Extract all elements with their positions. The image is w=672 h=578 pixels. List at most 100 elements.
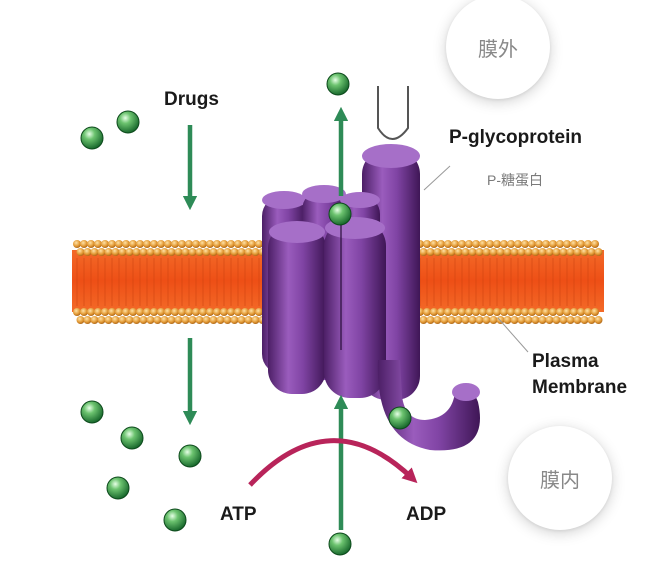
phospholipid-head bbox=[150, 240, 158, 248]
phospholipid-head bbox=[174, 316, 183, 324]
phospholipid-head bbox=[489, 248, 498, 256]
phospholipid-head bbox=[167, 316, 176, 324]
phospholipid-head bbox=[241, 240, 249, 248]
phospholipid-head bbox=[510, 316, 519, 324]
phospholipid-head bbox=[111, 248, 120, 256]
phospholipid-head bbox=[181, 316, 190, 324]
phospholipid-head bbox=[563, 308, 571, 316]
drugs-label: Drugs bbox=[164, 89, 219, 110]
phospholipid-head bbox=[223, 316, 232, 324]
transport-arrows bbox=[182, 106, 349, 530]
phospholipid-head bbox=[486, 240, 494, 248]
phospholipid-head bbox=[115, 240, 123, 248]
phospholipid-head bbox=[535, 240, 543, 248]
phospholipid-head bbox=[122, 308, 130, 316]
phospholipid-head bbox=[188, 316, 197, 324]
phospholipid-head bbox=[538, 316, 547, 324]
drug-molecule bbox=[328, 202, 352, 226]
phospholipid-head bbox=[587, 316, 596, 324]
phospholipid-head bbox=[556, 240, 564, 248]
phospholipid-head bbox=[136, 240, 144, 248]
phospholipid-head bbox=[472, 308, 480, 316]
phospholipid-head bbox=[514, 308, 522, 316]
drug-molecules bbox=[80, 72, 412, 556]
drug-molecule bbox=[163, 508, 187, 532]
phospholipid-head bbox=[433, 316, 442, 324]
outside-membrane-badge: 膜外 bbox=[446, 0, 550, 99]
phospholipid-head bbox=[139, 248, 148, 256]
phospholipid-head bbox=[220, 240, 228, 248]
phospholipid-head bbox=[559, 248, 568, 256]
phospholipid-head bbox=[454, 248, 463, 256]
phospholipid-head bbox=[430, 308, 438, 316]
phospholipid-head bbox=[584, 240, 592, 248]
phospholipid-head bbox=[216, 316, 225, 324]
phospholipid-head bbox=[528, 240, 536, 248]
phospholipid-head bbox=[538, 248, 547, 256]
phospholipid-head bbox=[440, 248, 449, 256]
drug-molecule bbox=[326, 72, 350, 96]
phospholipid-head bbox=[83, 248, 92, 256]
phospholipid-head bbox=[192, 240, 200, 248]
phospholipid-head bbox=[584, 308, 592, 316]
phospholipid-head bbox=[206, 308, 214, 316]
phospholipid-head bbox=[185, 240, 193, 248]
phospholipid-head bbox=[542, 240, 550, 248]
phospholipid-head bbox=[461, 316, 470, 324]
pgp-leader-line bbox=[423, 165, 451, 191]
phospholipid-head bbox=[174, 248, 183, 256]
phospholipid-head bbox=[230, 248, 239, 256]
inside-membrane-badge: 膜内 bbox=[508, 426, 612, 530]
phospholipid-head bbox=[227, 308, 235, 316]
phospholipid-head bbox=[237, 316, 246, 324]
phospholipid-head bbox=[83, 316, 92, 324]
phospholipid-head bbox=[503, 316, 512, 324]
phospholipid-head bbox=[213, 240, 221, 248]
phospholipid-head bbox=[451, 308, 459, 316]
phospholipid-head bbox=[556, 308, 564, 316]
drug-molecule bbox=[80, 400, 104, 424]
phospholipid-head bbox=[570, 240, 578, 248]
membrane-label: Membrane bbox=[532, 377, 628, 398]
phospholipid-head bbox=[209, 248, 218, 256]
phospholipid-head bbox=[178, 308, 186, 316]
phospholipid-head bbox=[171, 240, 179, 248]
phospholipid-head bbox=[493, 240, 501, 248]
phospholipid-head bbox=[115, 308, 123, 316]
phospholipid-head bbox=[496, 248, 505, 256]
phospholipid-head bbox=[433, 248, 442, 256]
phospholipid-head bbox=[577, 240, 585, 248]
phospholipid-head bbox=[482, 248, 491, 256]
phospholipid-head bbox=[444, 240, 452, 248]
phospholipid-head bbox=[104, 316, 113, 324]
atp-adp-arrow bbox=[248, 438, 418, 487]
phospholipid-head bbox=[87, 308, 95, 316]
phospholipid-head bbox=[594, 316, 603, 324]
phospholipid-head bbox=[195, 248, 204, 256]
phospholipid-head bbox=[206, 240, 214, 248]
phospholipid-head bbox=[146, 248, 155, 256]
phospholipid-head bbox=[150, 308, 158, 316]
phospholipid-head bbox=[143, 240, 151, 248]
phospholipid-head bbox=[521, 240, 529, 248]
phospholipid-head bbox=[419, 248, 428, 256]
phospholipid-head bbox=[171, 308, 179, 316]
phospholipid-head bbox=[230, 316, 239, 324]
drug-molecule bbox=[178, 444, 202, 468]
phospholipid-head bbox=[437, 308, 445, 316]
phospholipid-head bbox=[167, 248, 176, 256]
membrane-leader-line bbox=[497, 317, 529, 353]
phospholipid-head bbox=[447, 248, 456, 256]
phospholipid-head bbox=[80, 308, 88, 316]
phospholipid-head bbox=[517, 316, 526, 324]
phospholipid-head bbox=[587, 248, 596, 256]
phospholipid-head bbox=[591, 240, 599, 248]
phospholipid-head bbox=[559, 316, 568, 324]
phospholipid-head bbox=[164, 308, 172, 316]
phospholipid-head bbox=[510, 248, 519, 256]
phospholipid-head bbox=[419, 316, 428, 324]
phospholipid-head bbox=[531, 248, 540, 256]
phospholipid-head bbox=[87, 240, 95, 248]
phospholipid-head bbox=[500, 308, 508, 316]
